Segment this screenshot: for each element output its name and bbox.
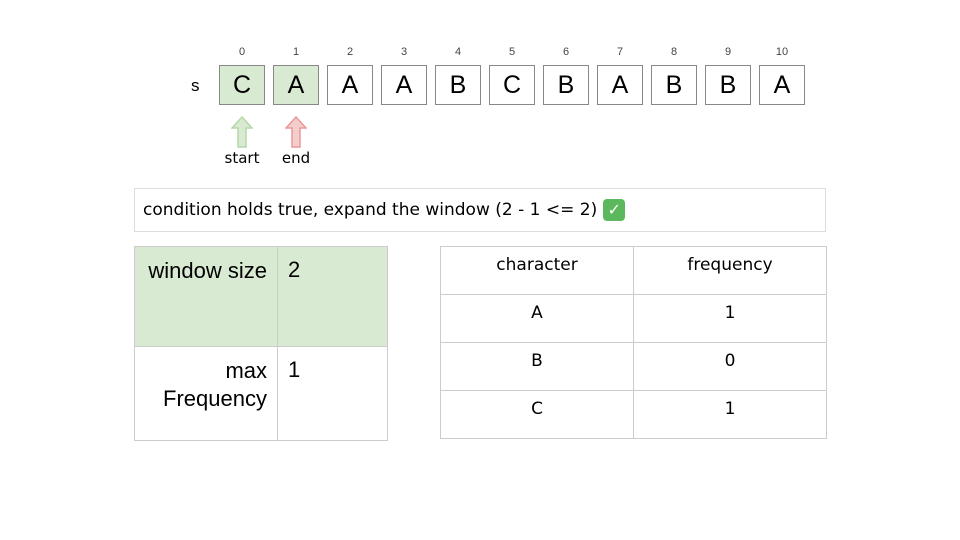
max-frequency-label: max Frequency [134, 346, 278, 441]
string-label: s [191, 76, 200, 95]
check-mark-icon: ✓ [603, 199, 626, 221]
max-frequency-value: 1 [277, 346, 388, 441]
table-row: B 0 [440, 342, 827, 391]
string-cell: A [273, 65, 319, 105]
table-row: C 1 [440, 390, 827, 439]
index-label: 9 [724, 46, 732, 58]
char-cell: C [440, 390, 634, 439]
max-frequency-row: max Frequency 1 [134, 346, 388, 441]
char-cell: A [440, 294, 634, 343]
freq-cell: 1 [633, 294, 827, 343]
string-cell: B [705, 65, 751, 105]
start-pointer-label: start [224, 149, 260, 167]
start-arrow-icon [231, 116, 253, 148]
window-size-value: 2 [277, 246, 388, 347]
string-cell: A [759, 65, 805, 105]
end-pointer-label: end [281, 149, 311, 167]
string-cell: C [489, 65, 535, 105]
index-label: 0 [238, 46, 246, 58]
index-label: 4 [454, 46, 462, 58]
index-label: 3 [400, 46, 408, 58]
window-size-row: window size 2 [134, 246, 388, 347]
condition-message: condition holds true, expand the window … [134, 188, 826, 232]
string-cell: C [219, 65, 265, 105]
freq-cell: 0 [633, 342, 827, 391]
string-cell: A [597, 65, 643, 105]
index-label: 8 [670, 46, 678, 58]
string-cell: B [435, 65, 481, 105]
index-label: 2 [346, 46, 354, 58]
header-character: character [440, 246, 634, 295]
index-label: 6 [562, 46, 570, 58]
index-label: 1 [292, 46, 300, 58]
freq-cell: 1 [633, 390, 827, 439]
table-row: A 1 [440, 294, 827, 343]
string-cell: A [327, 65, 373, 105]
string-cell: A [381, 65, 427, 105]
frequency-table: character frequency A 1 B 0 C 1 [440, 246, 827, 439]
stats-table: window size 2 max Frequency 1 [134, 246, 388, 441]
header-frequency: frequency [633, 246, 827, 295]
index-label: 5 [508, 46, 516, 58]
string-cell: B [651, 65, 697, 105]
char-cell: B [440, 342, 634, 391]
end-arrow-icon [285, 116, 307, 148]
string-cell: B [543, 65, 589, 105]
window-size-label: window size [134, 246, 278, 347]
index-label: 7 [616, 46, 624, 58]
message-text: condition holds true, expand the window … [143, 200, 598, 220]
index-label: 10 [775, 46, 789, 58]
frequency-header-row: character frequency [440, 246, 827, 295]
